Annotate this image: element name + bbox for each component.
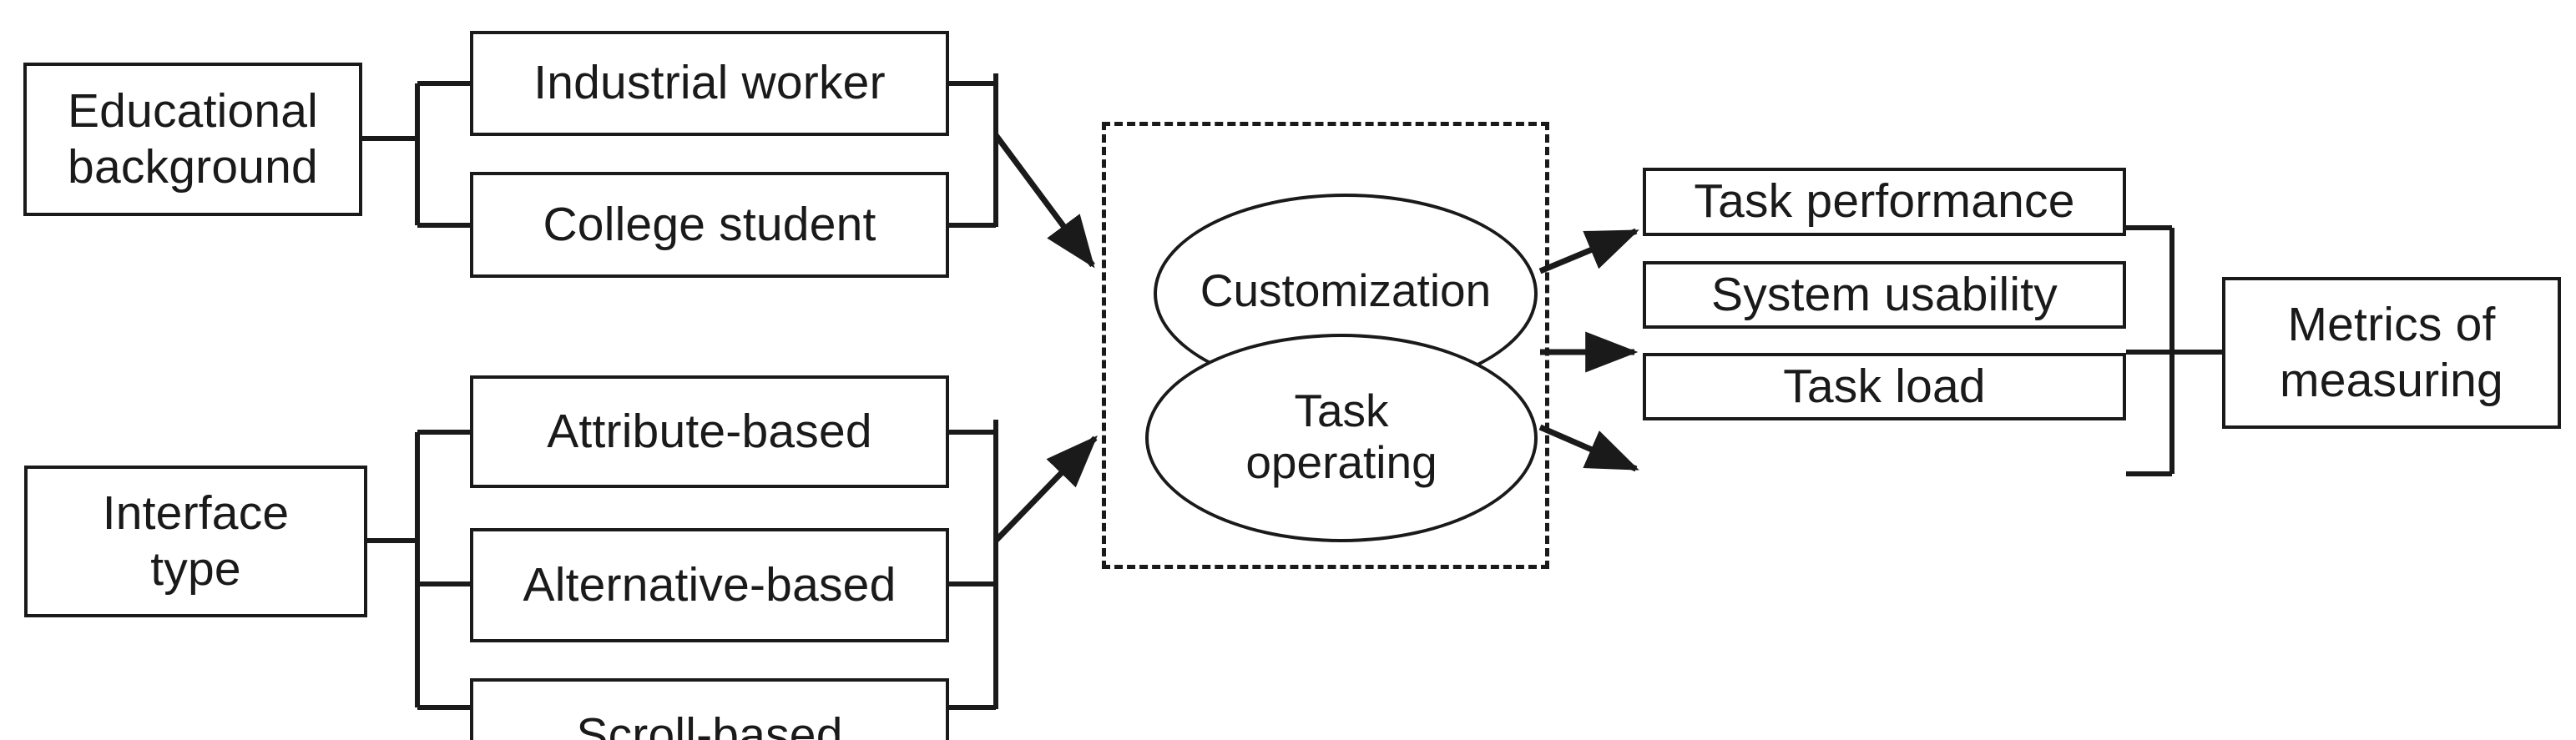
college-student-label: College student [543,197,876,251]
node-metrics-of-measuring[interactable]: Metrics of measuring [2222,277,2561,429]
process-group-dashed-boundary [1102,122,1549,569]
arrow-interface-to-process [993,435,1098,543]
interface-type-label: Interface type [102,486,290,596]
scroll-based-label: Scroll-based [576,707,843,740]
node-task-performance[interactable]: Task performance [1643,168,2126,236]
node-system-usability[interactable]: System usability [1643,261,2126,329]
metrics-of-measuring-label: Metrics of measuring [2280,297,2503,407]
node-attribute-based[interactable]: Attribute-based [470,375,949,488]
task-performance-label: Task performance [1694,174,2075,229]
node-educational-background[interactable]: Educational background [23,63,362,216]
node-college-student[interactable]: College student [470,172,949,278]
ellipse-task-operating[interactable] [1145,334,1538,542]
attribute-based-label: Attribute-based [547,404,872,458]
node-task-load[interactable]: Task load [1643,353,2126,420]
node-scroll-based[interactable]: Scroll-based [470,678,949,740]
node-interface-type[interactable]: Interface type [24,466,367,617]
educational-background-label: Educational background [67,83,319,194]
node-alternative-based[interactable]: Alternative-based [470,528,949,642]
system-usability-label: System usability [1710,267,2058,321]
arrow-education-to-process [993,133,1095,269]
task-operating-label: Task operating [1245,385,1437,488]
industrial-worker-label: Industrial worker [533,56,886,110]
arrow-process-to-task-load [1538,424,1639,472]
customization-label: Customization [1200,264,1492,316]
task-load-label: Task load [1783,359,1986,413]
arrow-process-to-task-performance [1538,228,1639,274]
alternative-based-label: Alternative-based [523,557,897,612]
node-industrial-worker[interactable]: Industrial worker [470,31,949,136]
